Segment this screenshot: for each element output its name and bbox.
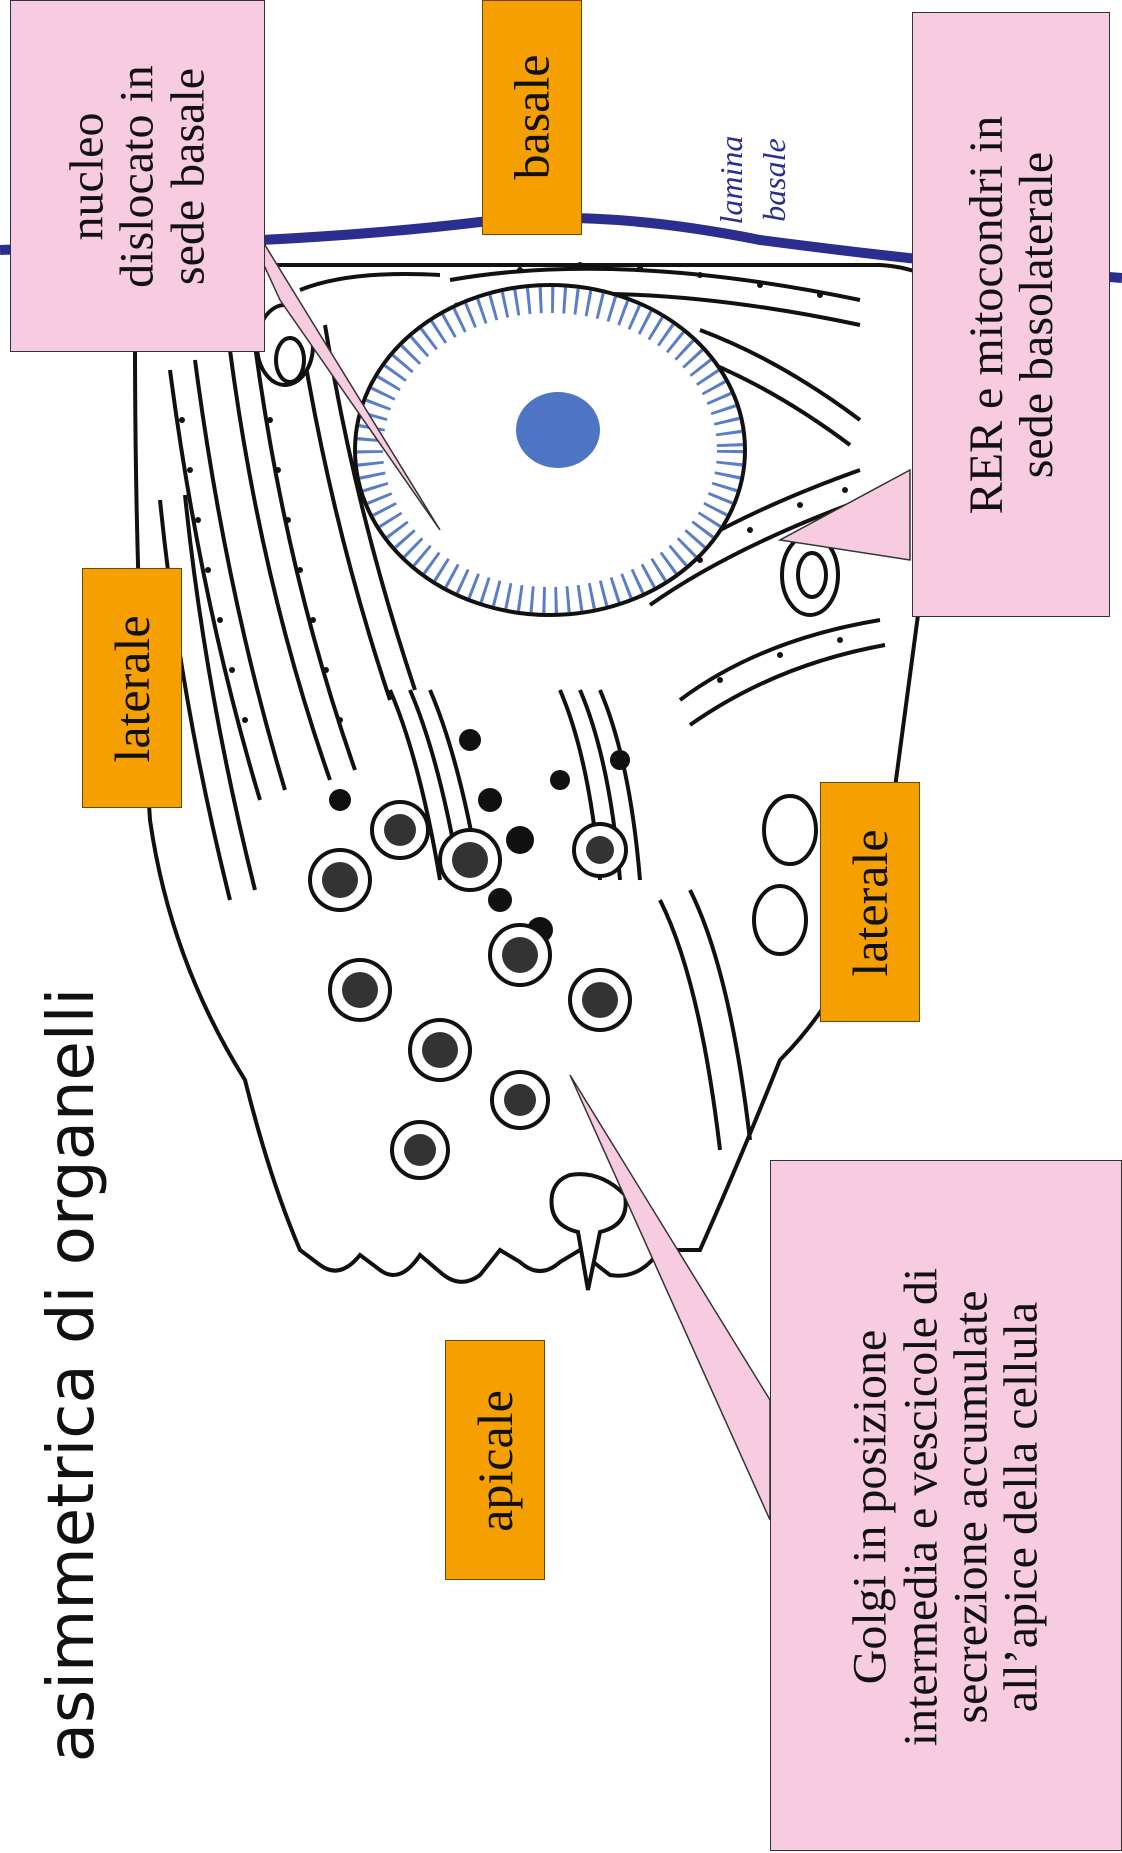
nucleus bbox=[355, 285, 745, 615]
label-laterale-right: laterale bbox=[820, 782, 920, 1022]
callout-nucleo: nucleo dislocato in sede basale bbox=[10, 0, 265, 352]
label-apicale: apicale bbox=[445, 1340, 545, 1580]
label-basale: basale bbox=[482, 0, 582, 235]
page-title: asimmetrica di organelli bbox=[35, 975, 105, 1775]
callout-rer-mitocondri: RER e mitocondri in sede basolaterale bbox=[912, 12, 1110, 617]
callout-golgi: Golgi in posizione intermedia e vescicol… bbox=[770, 1160, 1122, 1851]
lamina-basale-label: lamina basale bbox=[710, 110, 810, 250]
exocytosis-vesicle bbox=[552, 1174, 626, 1290]
golgi-pointer bbox=[570, 1075, 770, 1520]
label-laterale-left: laterale bbox=[82, 568, 182, 808]
